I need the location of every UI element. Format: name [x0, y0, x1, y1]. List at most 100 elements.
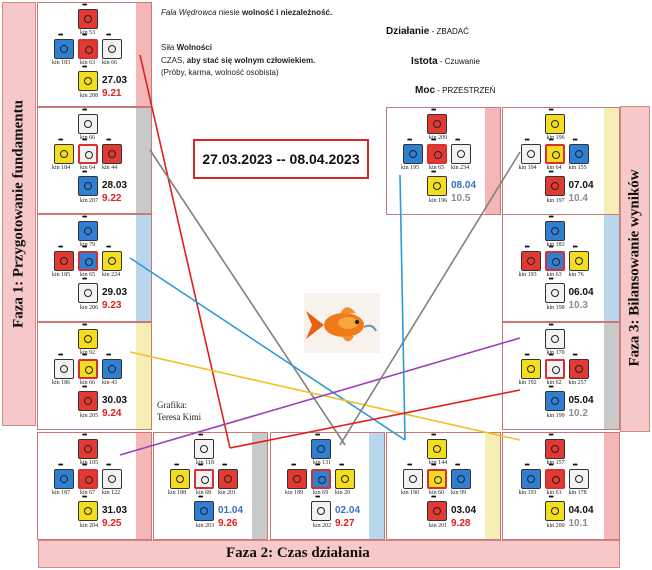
seal-motif-icon: [317, 507, 325, 515]
day-cell: •••kin 79•••kin 65•••kin 185•••kin 224••…: [37, 214, 152, 322]
seal-glyph-icon: [544, 469, 565, 489]
kin-label: kin 195: [401, 165, 420, 171]
tone-dots: •••: [174, 462, 179, 469]
kin-label: kin 69: [313, 490, 329, 496]
kin-label: kin 201: [429, 523, 448, 529]
seal-glyph-icon: [311, 501, 331, 521]
tone-dots: •••: [315, 494, 320, 501]
tone-dots: •••: [548, 137, 554, 144]
tone-dots: •••: [82, 32, 87, 39]
seal-glyph-icon: [78, 114, 98, 134]
seal-glyph-icon: [287, 469, 307, 489]
kin-label: kin 155: [568, 165, 587, 171]
tone-dots: •••: [548, 494, 554, 501]
day-number: 9.23: [102, 300, 122, 311]
kin-label: kin 170: [546, 350, 565, 356]
color-strip: [136, 215, 151, 321]
kin-label: kin 63: [546, 272, 562, 278]
day-number: 10.4: [568, 193, 588, 204]
seal-glyph-icon: [78, 251, 98, 271]
tone-dots: •••: [82, 352, 87, 359]
kin-label: kin 206: [80, 305, 99, 311]
seal-glyph-icon: [544, 283, 565, 303]
day-cell: •••kin 131•••kin 69•••kin 189•••kin 20••…: [270, 432, 385, 540]
tone-dots: •••: [431, 494, 436, 501]
tone-dots: •••: [82, 137, 87, 144]
tone-dots: •••: [548, 214, 554, 221]
seal-glyph-icon: [568, 251, 589, 271]
kin-label: kin 76: [568, 272, 584, 278]
seal-motif-icon: [574, 475, 583, 483]
seal-motif-icon: [60, 45, 68, 53]
day-date: 06.04: [568, 287, 594, 298]
tone-dots: •••: [548, 352, 554, 359]
seal-motif-icon: [433, 120, 441, 128]
seal-motif-icon: [85, 476, 93, 484]
seal-glyph-icon: [102, 144, 122, 164]
kin-label: kin 105: [80, 460, 99, 466]
color-strip: [485, 108, 500, 214]
moc-value: - PRZESTRZEŃ: [435, 86, 496, 95]
seal-glyph-icon: [451, 469, 471, 489]
seal-motif-icon: [85, 151, 93, 159]
connection-line: [399, 174, 406, 441]
kin-label: kin 194: [518, 165, 537, 171]
seal-motif-icon: [60, 257, 68, 265]
seal-motif-icon: [574, 150, 583, 158]
kin-label: kin 62: [546, 380, 562, 386]
seal-motif-icon: [551, 476, 560, 484]
seal-glyph-icon: [520, 359, 541, 379]
essence-label: Istota: [411, 56, 438, 67]
seal-motif-icon: [224, 475, 232, 483]
seal-glyph-icon: [544, 501, 565, 521]
tone-dots: •••: [431, 169, 436, 176]
day-number: 9.21: [102, 88, 122, 99]
action-label: Działanie: [386, 26, 430, 37]
seal-motif-icon: [176, 475, 184, 483]
tone-dots: •••: [455, 137, 460, 144]
tone-dots: •••: [407, 462, 412, 469]
day-number: 10.5: [451, 193, 471, 204]
kin-label: kin 92: [80, 350, 96, 356]
connection-line: [129, 257, 406, 441]
seal-glyph-icon: [544, 251, 565, 271]
seal-motif-icon: [341, 475, 349, 483]
power-line: Siła Wolności: [161, 43, 212, 53]
tone-dots: •••: [548, 107, 554, 114]
kin-label: kin 209: [429, 135, 448, 141]
seal-glyph-icon: [102, 251, 122, 271]
kin-label: kin 66: [102, 60, 118, 66]
wave-title: Fala Wędrowca niesie wolność i niezależn…: [161, 8, 332, 18]
kin-label: kin 118: [196, 460, 214, 466]
seal-glyph-icon: [170, 469, 190, 489]
color-strip: [604, 433, 619, 539]
tone-dots: •••: [82, 322, 87, 329]
seal-motif-icon: [108, 475, 116, 483]
seal-motif-icon: [526, 475, 535, 483]
tone-dots: •••: [524, 244, 530, 251]
credit-name: Teresa Kimi: [157, 412, 202, 422]
color-strip: [136, 3, 151, 106]
seal-glyph-icon: [102, 39, 122, 59]
color-strip: [252, 433, 267, 539]
connection-line: [129, 351, 521, 441]
seal-glyph-icon: [427, 439, 447, 459]
seal-glyph-icon: [194, 469, 214, 489]
tone-dots: •••: [548, 322, 554, 329]
phase3-band: [620, 106, 650, 432]
kin-label: kin 43: [102, 380, 118, 386]
kin-label: kin 131: [313, 460, 332, 466]
tone-dots: •••: [431, 462, 436, 469]
tone-dots: •••: [315, 462, 320, 469]
tone-dots: •••: [106, 462, 111, 469]
moc-label: Moc: [415, 85, 435, 96]
color-strip: [136, 323, 151, 429]
seal-glyph-icon: [544, 329, 565, 349]
action-line: Działanie - ZBADAĆ: [386, 26, 469, 37]
seal-glyph-icon: [78, 469, 98, 489]
seal-motif-icon: [293, 475, 301, 483]
phase2-band: [38, 540, 620, 568]
day-cell: •••kin 183•••kin 63•••kin 193•••kin 76••…: [502, 214, 620, 322]
